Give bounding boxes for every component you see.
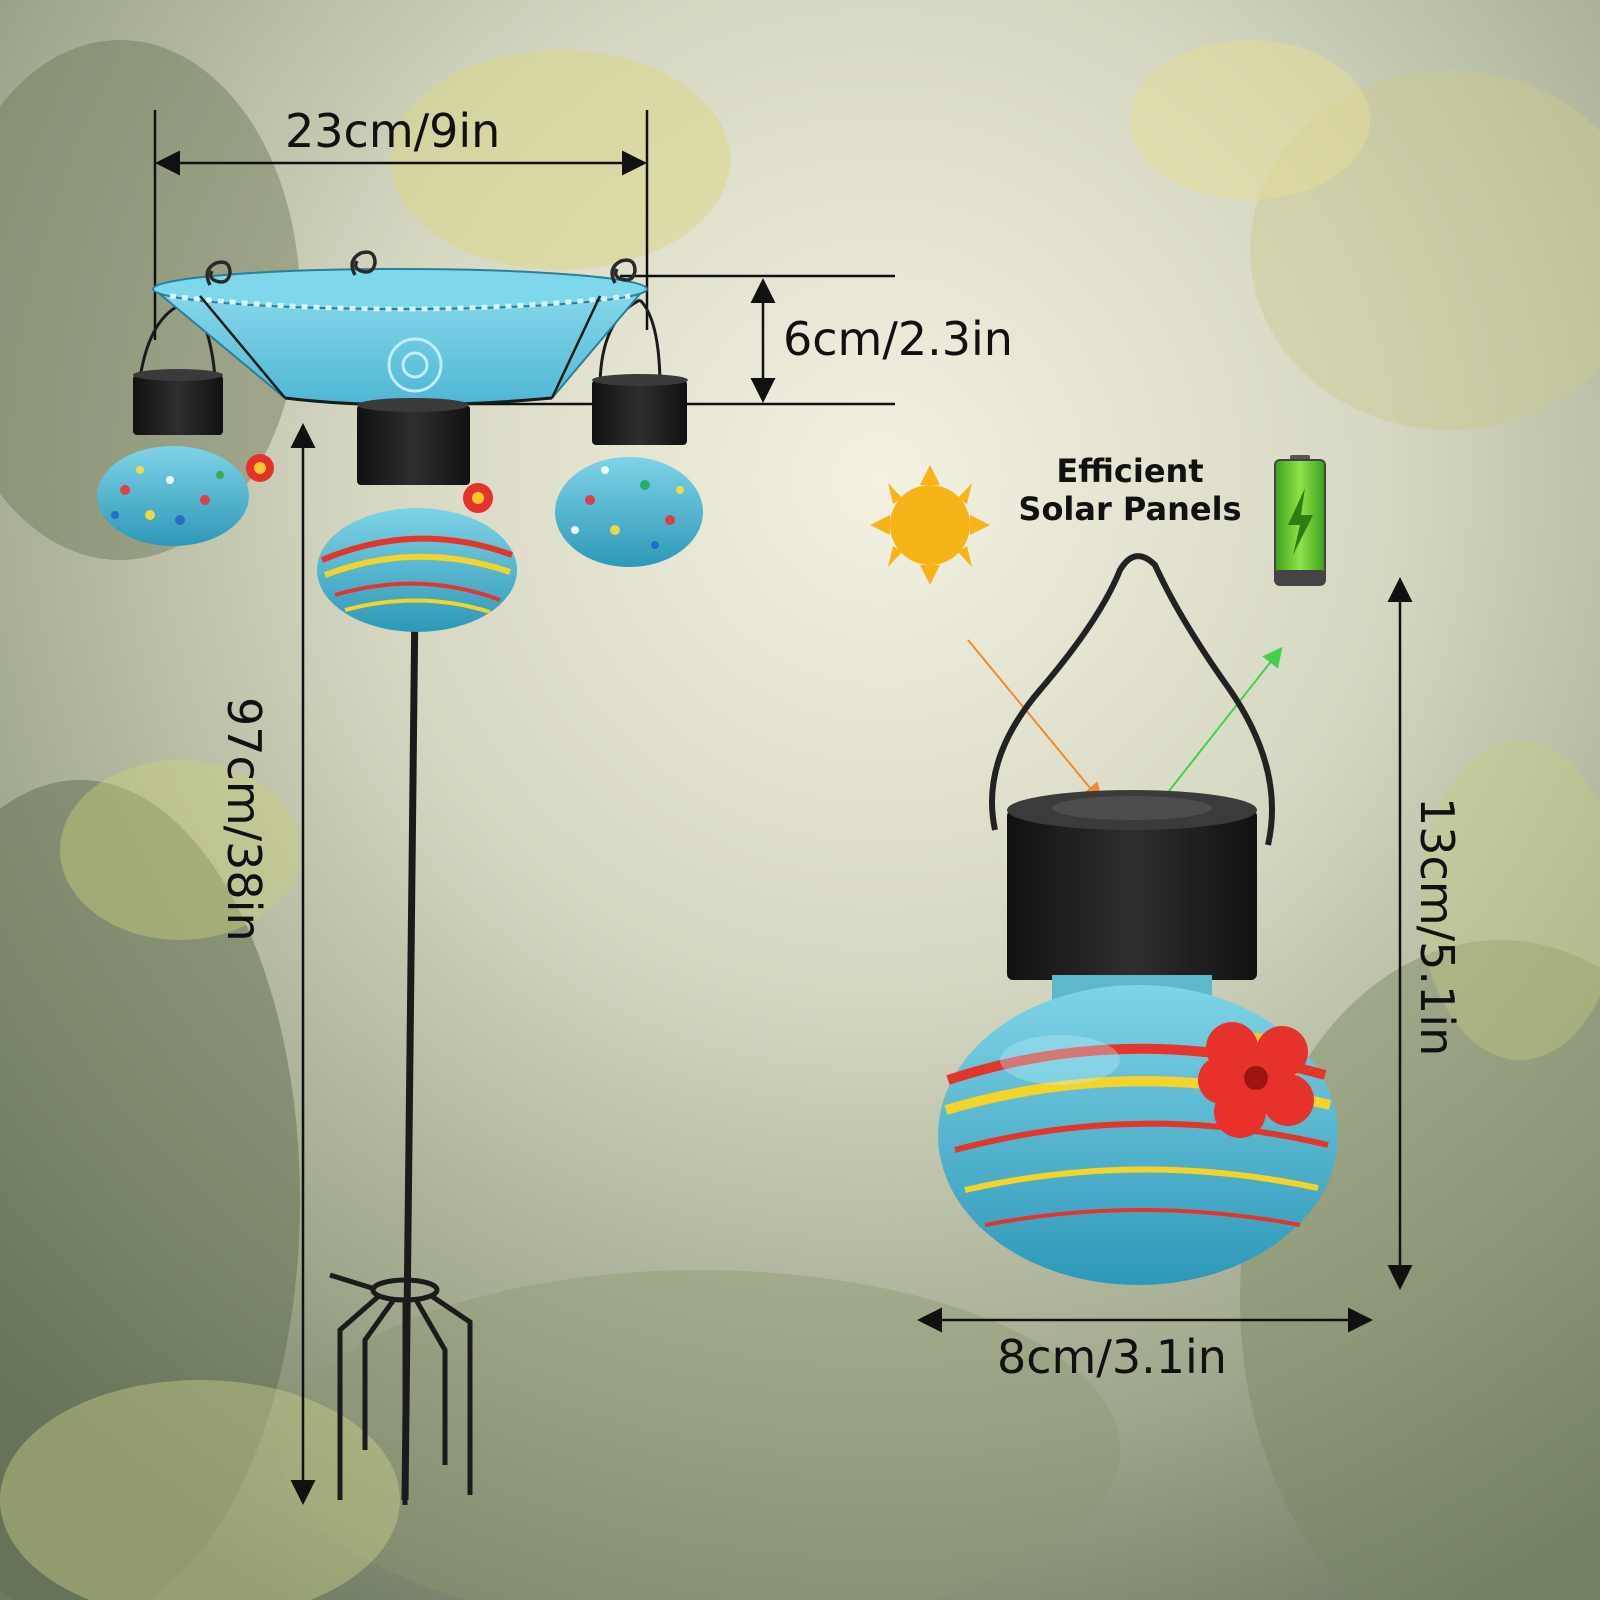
callout-line-1: Efficient: [1056, 452, 1204, 490]
glass-bird-bath-bowl: [152, 268, 648, 407]
ground-stake: [329, 1272, 473, 1505]
dimension-lines: [153, 110, 1413, 1505]
single-feeder-closeup: [938, 553, 1338, 1285]
flower-port-icon: [463, 483, 493, 513]
solar-lid: [1007, 810, 1257, 980]
energy-arrows: [967, 639, 1283, 806]
hanger-handle: [989, 553, 1275, 846]
solar-panel-callout: Efficient Solar Panels: [1010, 452, 1250, 528]
stand-height-label: 97cm/38in: [217, 697, 271, 942]
battery-charging-icon: [1274, 455, 1326, 586]
middle-feeder: [317, 398, 517, 632]
left-feeder: [97, 369, 274, 546]
right-feeder: [555, 374, 703, 567]
feeder-height-label: 13cm/5.1in: [1410, 797, 1464, 1057]
callout-line-2: Solar Panels: [1018, 490, 1242, 528]
sun-icon: [870, 465, 990, 585]
feeder-width-label: 8cm/3.1in: [997, 1330, 1227, 1384]
flower-port-icon: [1198, 1022, 1314, 1138]
flower-port-icon: [246, 454, 274, 482]
bowl-width-label: 23cm/9in: [285, 104, 501, 158]
bowl-depth-label: 6cm/2.3in: [783, 312, 1013, 366]
swirl-hooks: [205, 250, 637, 286]
feeder-stand-assembly: [97, 250, 703, 1505]
